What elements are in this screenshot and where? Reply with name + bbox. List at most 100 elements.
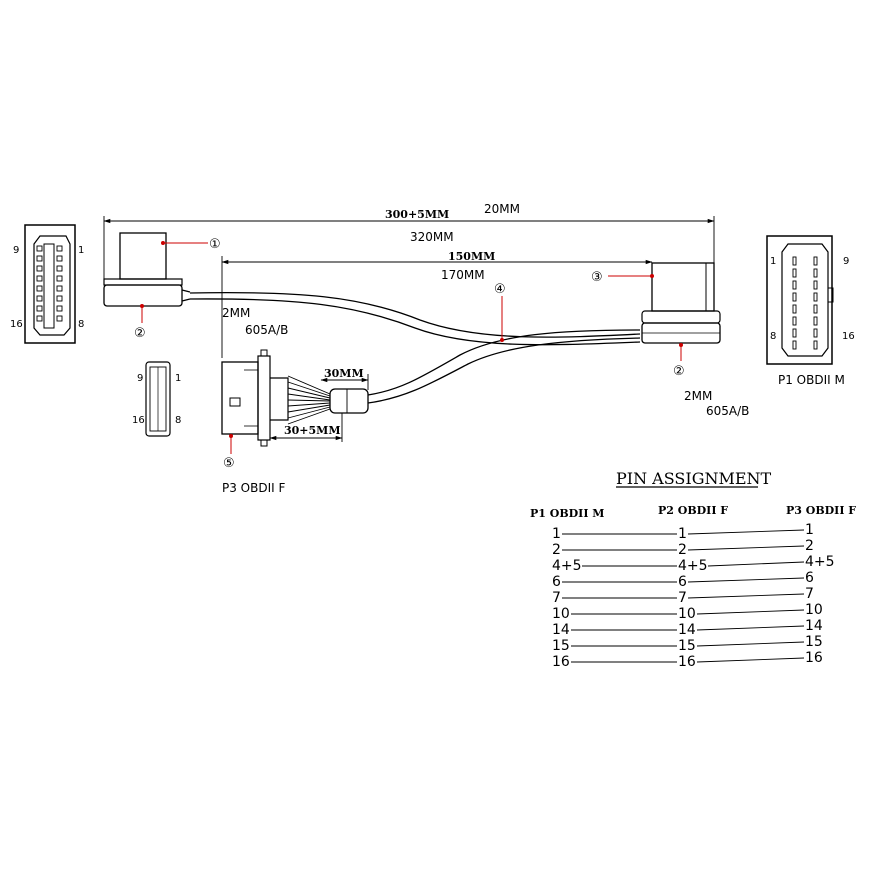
left-face-pin-16: 16 (10, 319, 23, 330)
pin-cell-p3: 7 (805, 586, 814, 602)
pin-assignment-table: PIN ASSIGNMENT P1 OBDII M P2 OBDII F P3 … (530, 469, 856, 670)
pin-link-right (707, 561, 805, 567)
right-face-pins (792, 256, 818, 350)
dim-tail: 30+5MM (269, 413, 343, 442)
pin-link-right (687, 545, 805, 551)
p1-caption: P1 OBDII M (778, 373, 845, 387)
small-face-pin-16: 16 (132, 415, 145, 426)
pin-row: 6 6 6 (552, 570, 814, 590)
right-face-pin-8: 8 (770, 331, 776, 342)
callout-2-right-label: ② (673, 364, 685, 379)
callout-4-label: ④ (494, 282, 506, 297)
callout-2-left: ② (134, 304, 146, 341)
pin-cell-p2: 14 (678, 622, 696, 638)
dim-branch: 150MM 170MM (221, 250, 653, 358)
pin-cell-p2: 6 (678, 574, 687, 590)
pin-cell-p2: 1 (678, 526, 687, 542)
pin-cell-p1: 2 (552, 542, 561, 558)
pin-cell-p1: 4+5 (552, 558, 582, 574)
left-face-pin-8: 8 (78, 319, 84, 330)
pin-cell-p1: 10 (552, 606, 570, 622)
left-housing-label: 605A/B (245, 323, 288, 337)
dim-stub: 30MM (320, 367, 369, 390)
dim-top-note: 20MM (484, 202, 520, 216)
pin-cell-p3: 4+5 (805, 554, 835, 570)
pin-row: 2 2 2 (552, 538, 814, 558)
pin-row: 10 10 10 (552, 602, 823, 622)
pin-cell-p1: 6 (552, 574, 561, 590)
pin-cell-p1: 1 (552, 526, 561, 542)
left-connector-body (103, 232, 191, 307)
pin-cell-p2: 16 (678, 654, 696, 670)
dim-overall-value: 300+5MM (385, 208, 449, 221)
callout-4: ④ (494, 282, 506, 342)
pin-cell-p1: 7 (552, 590, 561, 606)
small-face-pin-9: 9 (137, 373, 143, 384)
main-cable (189, 291, 641, 346)
pin-row: 4+5 4+5 4+5 (552, 554, 835, 574)
pin-link-right (687, 577, 805, 583)
right-connector-body (641, 262, 721, 344)
pin-cell-p1: 16 (552, 654, 570, 670)
right-pitch-label: 2MM (684, 389, 712, 403)
pin-cell-p2: 7 (678, 590, 687, 606)
pin-cell-p2: 2 (678, 542, 687, 558)
left-face-pin-9: 9 (13, 245, 19, 256)
pin-cell-p2: 4+5 (678, 558, 708, 574)
right-face-pin-9: 9 (843, 256, 849, 267)
p3-connector-body (221, 349, 289, 447)
pin-link-right (696, 625, 805, 631)
pin-cell-p3: 2 (805, 538, 814, 554)
p3-fanout-wires (287, 375, 331, 425)
right-face-pin-1: 1 (770, 256, 776, 267)
pin-link-right (687, 593, 805, 599)
header-p1: P1 OBDII M (530, 507, 604, 520)
p3-splice-sleeve (329, 388, 369, 414)
pin-cell-p1: 15 (552, 638, 570, 654)
callout-2-right: ② (673, 343, 685, 379)
pin-row: 16 16 16 (552, 650, 823, 670)
left-obd-face: 9 1 16 8 (10, 224, 84, 344)
left-face-pins (36, 245, 63, 322)
dim-stub-value: 30MM (324, 367, 364, 380)
pin-cell-p2: 15 (678, 638, 696, 654)
pin-link-right (687, 529, 805, 535)
pin-cell-p2: 10 (678, 606, 696, 622)
pin-link-right (696, 641, 805, 647)
callout-2-left-label: ② (134, 326, 146, 341)
callout-5: ⑤ (223, 434, 235, 471)
pin-row: 15 15 15 (552, 634, 823, 654)
callout-3-label: ③ (591, 270, 603, 285)
pin-cell-p3: 16 (805, 650, 823, 666)
dim-overall-alt: 320MM (410, 230, 454, 244)
right-face-pin-16: 16 (842, 331, 855, 342)
pin-link-right (696, 609, 805, 615)
pin-row: 7 7 7 (552, 586, 814, 606)
left-face-pin-1: 1 (78, 245, 84, 256)
pin-cell-p3: 6 (805, 570, 814, 586)
dim-overall: 300+5MM 320MM 20MM (103, 202, 715, 280)
callout-5-label: ⑤ (223, 456, 235, 471)
header-p3: P3 OBDII F (786, 504, 856, 517)
dim-branch-value: 150MM (448, 250, 495, 263)
p3-caption: P3 OBDII F (222, 481, 285, 495)
dim-tail-value: 30+5MM (284, 424, 341, 437)
small-obd-face: 9 1 16 8 (132, 361, 181, 437)
pin-cell-p3: 14 (805, 618, 823, 634)
left-pitch-label: 2MM (222, 306, 250, 320)
small-face-pin-8: 8 (175, 415, 181, 426)
small-face-pin-1: 1 (175, 373, 181, 384)
pin-assignment-title: PIN ASSIGNMENT (616, 469, 772, 488)
callout-1: ① (161, 237, 221, 252)
right-obd-face: 1 9 8 16 P1 OBDII M (766, 235, 855, 387)
pin-cell-p3: 15 (805, 634, 823, 650)
pin-cell-p3: 10 (805, 602, 823, 618)
pin-link-right (696, 657, 805, 663)
callout-1-label: ① (209, 237, 221, 252)
right-housing-label: 605A/B (706, 404, 749, 418)
dim-branch-alt: 170MM (441, 268, 485, 282)
